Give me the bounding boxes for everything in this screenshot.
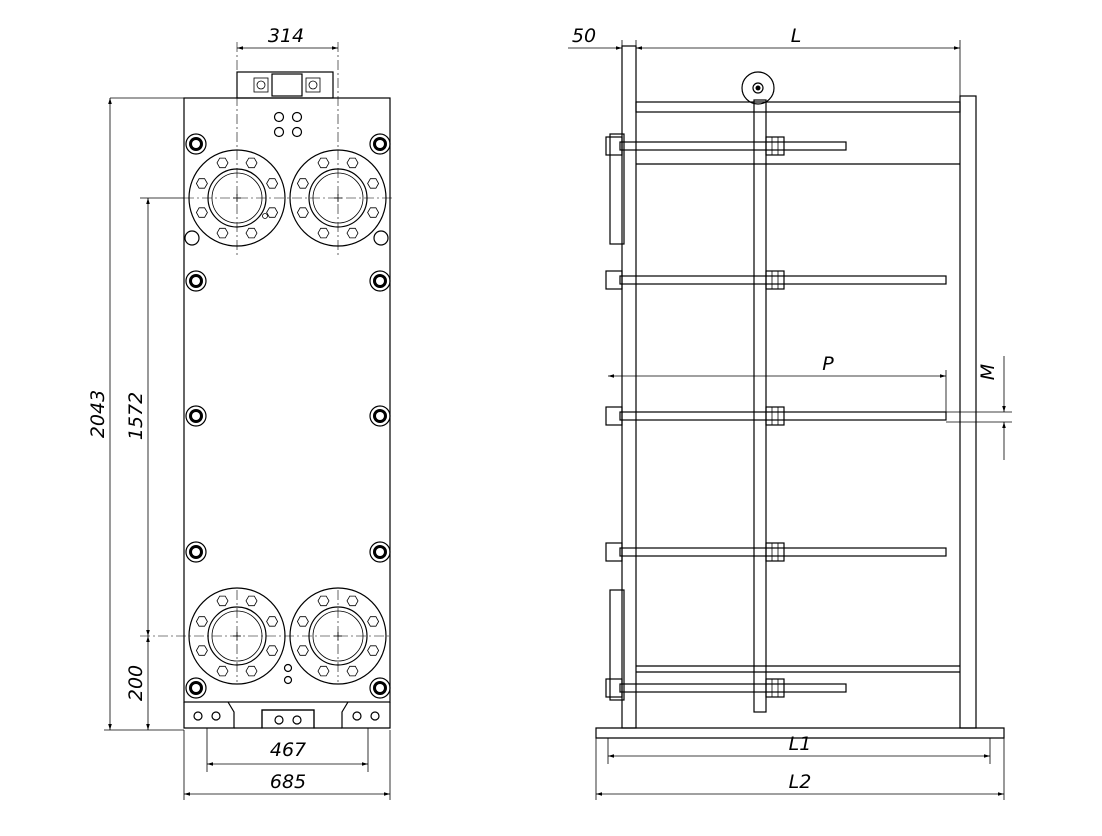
tie-bolt xyxy=(369,541,391,563)
flange-bolt xyxy=(317,227,330,239)
tie-rod xyxy=(605,542,947,562)
flange-bolt xyxy=(296,178,309,189)
flange-bolt xyxy=(317,665,330,677)
bottom-hole-2 xyxy=(283,675,293,685)
flange-bolt xyxy=(195,207,208,218)
hanger-nut-right xyxy=(305,77,321,93)
flange-bolt xyxy=(216,157,229,169)
tie-bolt xyxy=(185,405,207,427)
flange-bolt xyxy=(195,616,208,627)
tie-bolt xyxy=(185,677,207,699)
flange-bolt xyxy=(216,595,229,607)
dim-foot-spacing: 467 xyxy=(270,739,306,761)
tie-bolts xyxy=(185,133,391,699)
flange-bolt xyxy=(245,227,258,239)
flange-bolt xyxy=(245,595,258,607)
feet xyxy=(183,701,391,729)
dim-top-width: 314 xyxy=(268,25,304,47)
tie-rod xyxy=(605,406,947,426)
guide-hole-right xyxy=(373,230,389,246)
flange-bolt xyxy=(195,178,208,189)
dim-port-spacing: 1572 xyxy=(125,392,147,440)
dim-base-total: L2 xyxy=(789,771,812,793)
rod-nut xyxy=(605,678,623,698)
dim-pack: P xyxy=(822,353,834,375)
rod-nut xyxy=(765,678,785,698)
front-view: 314 2043 1572 200 467 685 xyxy=(87,25,392,800)
fixed-port-block-bottom xyxy=(609,589,625,701)
flange-bolt xyxy=(266,207,279,218)
tie-rod xyxy=(605,678,847,698)
flange-bolt xyxy=(216,665,229,677)
rod-nut xyxy=(765,406,785,426)
hanger-block xyxy=(271,73,303,97)
flange-bolt xyxy=(216,227,229,239)
center-lines xyxy=(140,42,392,682)
side-view: 50 L P M L1 L2 xyxy=(568,25,1012,800)
flange-bolt xyxy=(296,616,309,627)
flange-bolt xyxy=(195,645,208,656)
top-hanger xyxy=(236,71,334,99)
hanger-nut-left xyxy=(253,77,269,93)
flange-bolt xyxy=(367,616,380,627)
rod-nut xyxy=(765,270,785,290)
tie-rod xyxy=(605,136,847,156)
dim-frame-width: 685 xyxy=(270,771,306,793)
flange-bolt xyxy=(296,207,309,218)
rod-nut xyxy=(605,136,623,156)
tie-bolt xyxy=(369,270,391,292)
flange-bolt xyxy=(367,207,380,218)
flange-bolt xyxy=(245,665,258,677)
pressure-plate xyxy=(753,99,767,713)
flange-bolt xyxy=(346,595,359,607)
bottom-hole-1 xyxy=(283,663,293,673)
marker-dot xyxy=(262,213,268,219)
flange-bolt xyxy=(296,645,309,656)
dim-base-inner: L1 xyxy=(789,733,812,755)
dim-thread: M xyxy=(977,364,999,380)
rod-nut xyxy=(765,136,785,156)
dim-fixed-plate: 50 xyxy=(572,25,596,47)
guide-hole-left xyxy=(184,230,200,246)
flange-bolt xyxy=(367,645,380,656)
flange-bolt xyxy=(317,157,330,169)
flange-bolt xyxy=(346,157,359,169)
rod-nut xyxy=(605,406,623,426)
top-holes xyxy=(273,111,303,138)
tie-bolt xyxy=(185,270,207,292)
tie-rods xyxy=(605,136,947,698)
flange-bolt xyxy=(266,178,279,189)
flange-bolt xyxy=(266,645,279,656)
tie-bolt xyxy=(369,405,391,427)
front-dimensions xyxy=(104,46,391,800)
dim-bottom-offset: 200 xyxy=(125,665,147,701)
rod-nut xyxy=(765,542,785,562)
flange-bolt xyxy=(367,178,380,189)
hanger-bolt-right xyxy=(308,80,318,90)
rod-nut xyxy=(605,270,623,290)
flange-bolt xyxy=(346,665,359,677)
rod-nut xyxy=(605,542,623,562)
flange-bolt xyxy=(266,616,279,627)
tie-rod xyxy=(605,270,947,290)
fixed-port-block-top xyxy=(609,133,625,245)
flange-bolt xyxy=(346,227,359,239)
frame-plate xyxy=(183,97,391,703)
tie-bolt xyxy=(369,677,391,699)
dim-length: L xyxy=(791,25,802,47)
side-dimensions xyxy=(568,40,1012,800)
carrying-bar xyxy=(635,101,961,113)
flange-bolt xyxy=(245,157,258,169)
tie-bolt xyxy=(185,541,207,563)
tie-bolt xyxy=(369,133,391,155)
roller xyxy=(741,71,775,105)
flange-bolt xyxy=(317,595,330,607)
dim-total-height: 2043 xyxy=(87,390,109,438)
flanges xyxy=(188,149,387,685)
tie-bolt xyxy=(185,133,207,155)
hanger-bolt-left xyxy=(256,80,266,90)
